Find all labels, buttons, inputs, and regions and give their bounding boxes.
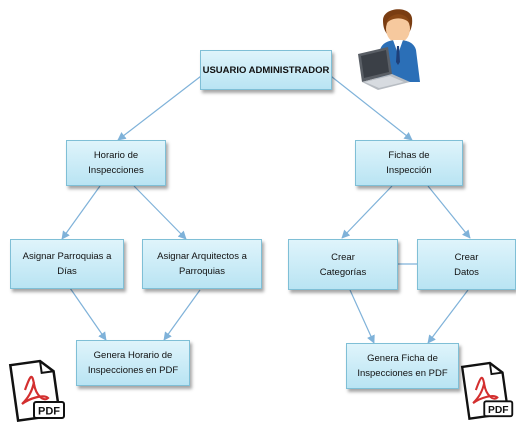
connector-fichas-crear-categorias bbox=[341, 185, 393, 239]
pdf-document-icon: PDF bbox=[460, 361, 514, 420]
connector-admin-horario bbox=[117, 72, 206, 141]
node-genera-ficha-pdf: Genera Ficha de Inspecciones en PDF bbox=[346, 343, 459, 389]
node-fichas-inspeccion: Fichas de Inspección bbox=[355, 140, 463, 186]
node-usuario-administrador: USUARIO ADMINISTRADOR bbox=[200, 50, 332, 90]
connector-fichas-crear-datos bbox=[427, 185, 471, 239]
node-asignar-parroquias: Asignar Parroquias a Días bbox=[10, 239, 124, 289]
node-horario-inspecciones: Horario de Inspecciones bbox=[66, 140, 166, 186]
pdf-label: PDF bbox=[488, 405, 509, 416]
connector-horario-asignar-arquitectos bbox=[133, 185, 187, 240]
connector-admin-fichas bbox=[326, 72, 413, 141]
connector-horario-asignar-parroquias bbox=[61, 185, 101, 240]
connector-asignar-parroquias-genera bbox=[69, 287, 107, 341]
node-crear-categorias: Crear Categorías bbox=[288, 239, 398, 290]
connector-datos-genera-ficha bbox=[427, 289, 469, 344]
node-genera-horario-pdf: Genera Horario de Inspecciones en PDF bbox=[76, 340, 190, 386]
admin-user-laptop-icon bbox=[358, 9, 420, 90]
pdf-document-icon: PDF bbox=[8, 359, 65, 423]
node-asignar-arquitectos: Asignar Arquitectos a Parroquias bbox=[142, 239, 262, 289]
connector-asignar-arquitectos-genera bbox=[163, 289, 201, 341]
node-crear-datos: Crear Datos bbox=[417, 239, 516, 290]
pdf-label: PDF bbox=[38, 406, 60, 418]
connector-categorias-genera-ficha bbox=[349, 289, 375, 344]
